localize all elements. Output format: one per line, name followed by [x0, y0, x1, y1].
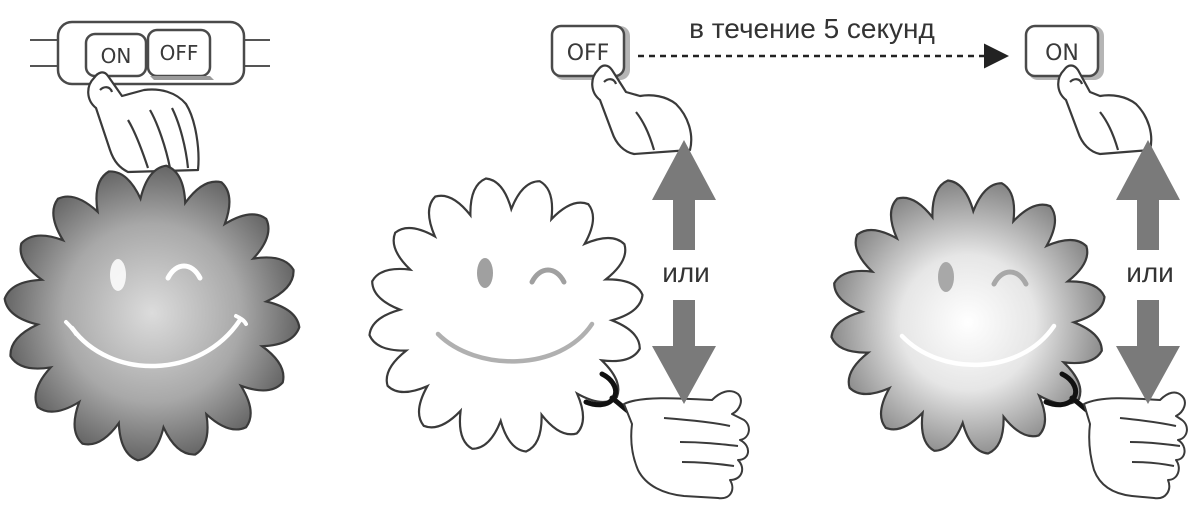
panel-2: OFF в течение 5 секунд [368, 13, 1009, 500]
arrow-up-icon [1116, 140, 1180, 250]
or-label: или [1126, 257, 1174, 288]
or-label: или [662, 257, 710, 288]
smiley-face [64, 259, 248, 369]
switch-off-label: OFF [160, 41, 199, 65]
button-off[interactable]: OFF [550, 24, 630, 80]
rocker-switch[interactable]: ON OFF [56, 20, 246, 86]
switch-on-label: ON [101, 44, 132, 68]
hand-pressing-icon [1057, 64, 1153, 156]
switch-on-key[interactable] [84, 32, 148, 78]
up-down-arrows [1116, 140, 1180, 404]
hand-pressing-icon [87, 71, 200, 174]
sun-lamp-on-icon [830, 179, 1106, 455]
up-down-arrows [652, 140, 716, 404]
hand-pressing-icon [591, 64, 693, 156]
arrow-down-icon [1116, 300, 1180, 404]
smiley-face [899, 262, 1057, 367]
arrow-up-icon [652, 140, 716, 250]
hand-pointing-icon [623, 390, 750, 500]
panel-3: ON ил [830, 24, 1188, 500]
smiley-face [435, 258, 595, 364]
hand-pointing-icon [1083, 391, 1188, 500]
arrow-down-icon [652, 300, 716, 404]
button-off-label: OFF [567, 41, 610, 66]
panel-1: ON OFF [3, 20, 301, 462]
button-on[interactable]: ON [1024, 24, 1104, 80]
sun-lamp-off-icon [368, 177, 644, 453]
button-on-label: ON [1045, 41, 1079, 66]
sun-lamp-on-icon [3, 164, 301, 462]
timing-text: в течение 5 секунд [689, 13, 935, 44]
